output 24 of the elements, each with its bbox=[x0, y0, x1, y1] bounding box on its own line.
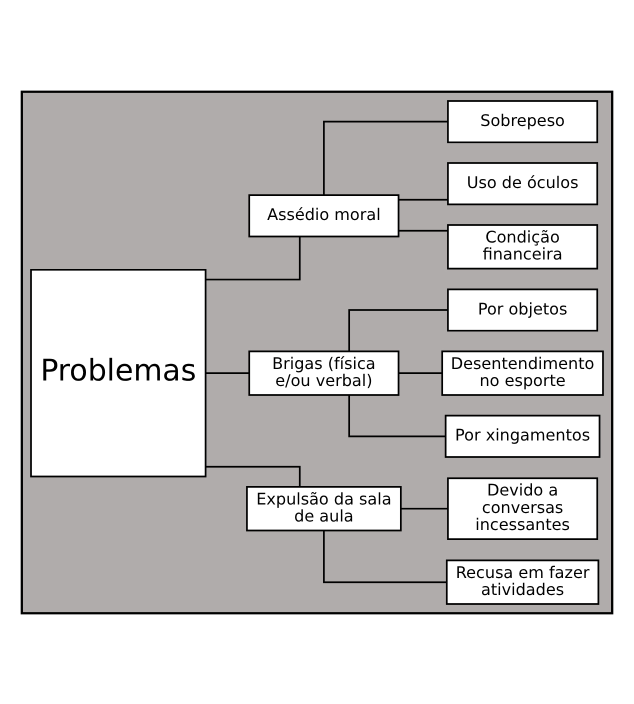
node-box: Sobrepeso bbox=[447, 100, 598, 143]
node-box: Expulsão da sala de aula bbox=[246, 486, 402, 531]
node-box: Assédio moral bbox=[248, 194, 400, 237]
node-box: Por xingamentos bbox=[444, 414, 600, 458]
connector bbox=[323, 120, 448, 194]
connector bbox=[348, 308, 448, 351]
connector bbox=[206, 236, 301, 280]
connector bbox=[323, 530, 446, 583]
connector bbox=[399, 229, 448, 232]
node-box: Desentendimento no esporte bbox=[441, 350, 604, 396]
connector bbox=[401, 507, 448, 510]
node-box: Devido a conversas incessantes bbox=[447, 476, 598, 540]
connector bbox=[399, 372, 442, 374]
connector bbox=[399, 198, 448, 200]
connector bbox=[206, 372, 250, 374]
node-box: Uso de óculos bbox=[447, 162, 598, 205]
node-box: Recusa em fazer atividades bbox=[446, 559, 600, 604]
connector bbox=[206, 465, 301, 486]
node-box: Problemas bbox=[30, 268, 206, 477]
node-box: Por objetos bbox=[447, 288, 598, 332]
cluster bbox=[20, 90, 614, 614]
node-box: Condição financeira bbox=[447, 224, 598, 270]
connector bbox=[348, 394, 446, 437]
node-box: Brigas (física e/ou verbal) bbox=[248, 350, 400, 396]
